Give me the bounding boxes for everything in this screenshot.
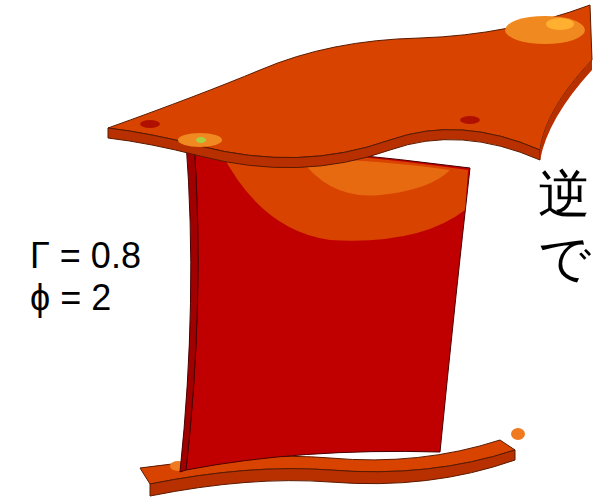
web <box>186 142 470 470</box>
stress-spot <box>546 18 574 30</box>
stress-spot <box>196 137 206 143</box>
stress-zone <box>505 16 585 44</box>
top-flange-edge <box>540 60 592 160</box>
plot-label: ϕ = 2 <box>30 280 111 316</box>
plot-label: で <box>538 232 591 284</box>
stress-zone <box>178 133 222 147</box>
plot-label: Γ = 0.8 <box>30 238 141 274</box>
stress-spot <box>460 116 480 124</box>
web-edge <box>180 142 198 472</box>
plot-label: 逆 <box>538 168 590 220</box>
top-flange-edge <box>108 128 540 168</box>
stress-spot <box>140 120 160 128</box>
top-flange <box>108 5 592 158</box>
stress-spot <box>511 428 525 440</box>
